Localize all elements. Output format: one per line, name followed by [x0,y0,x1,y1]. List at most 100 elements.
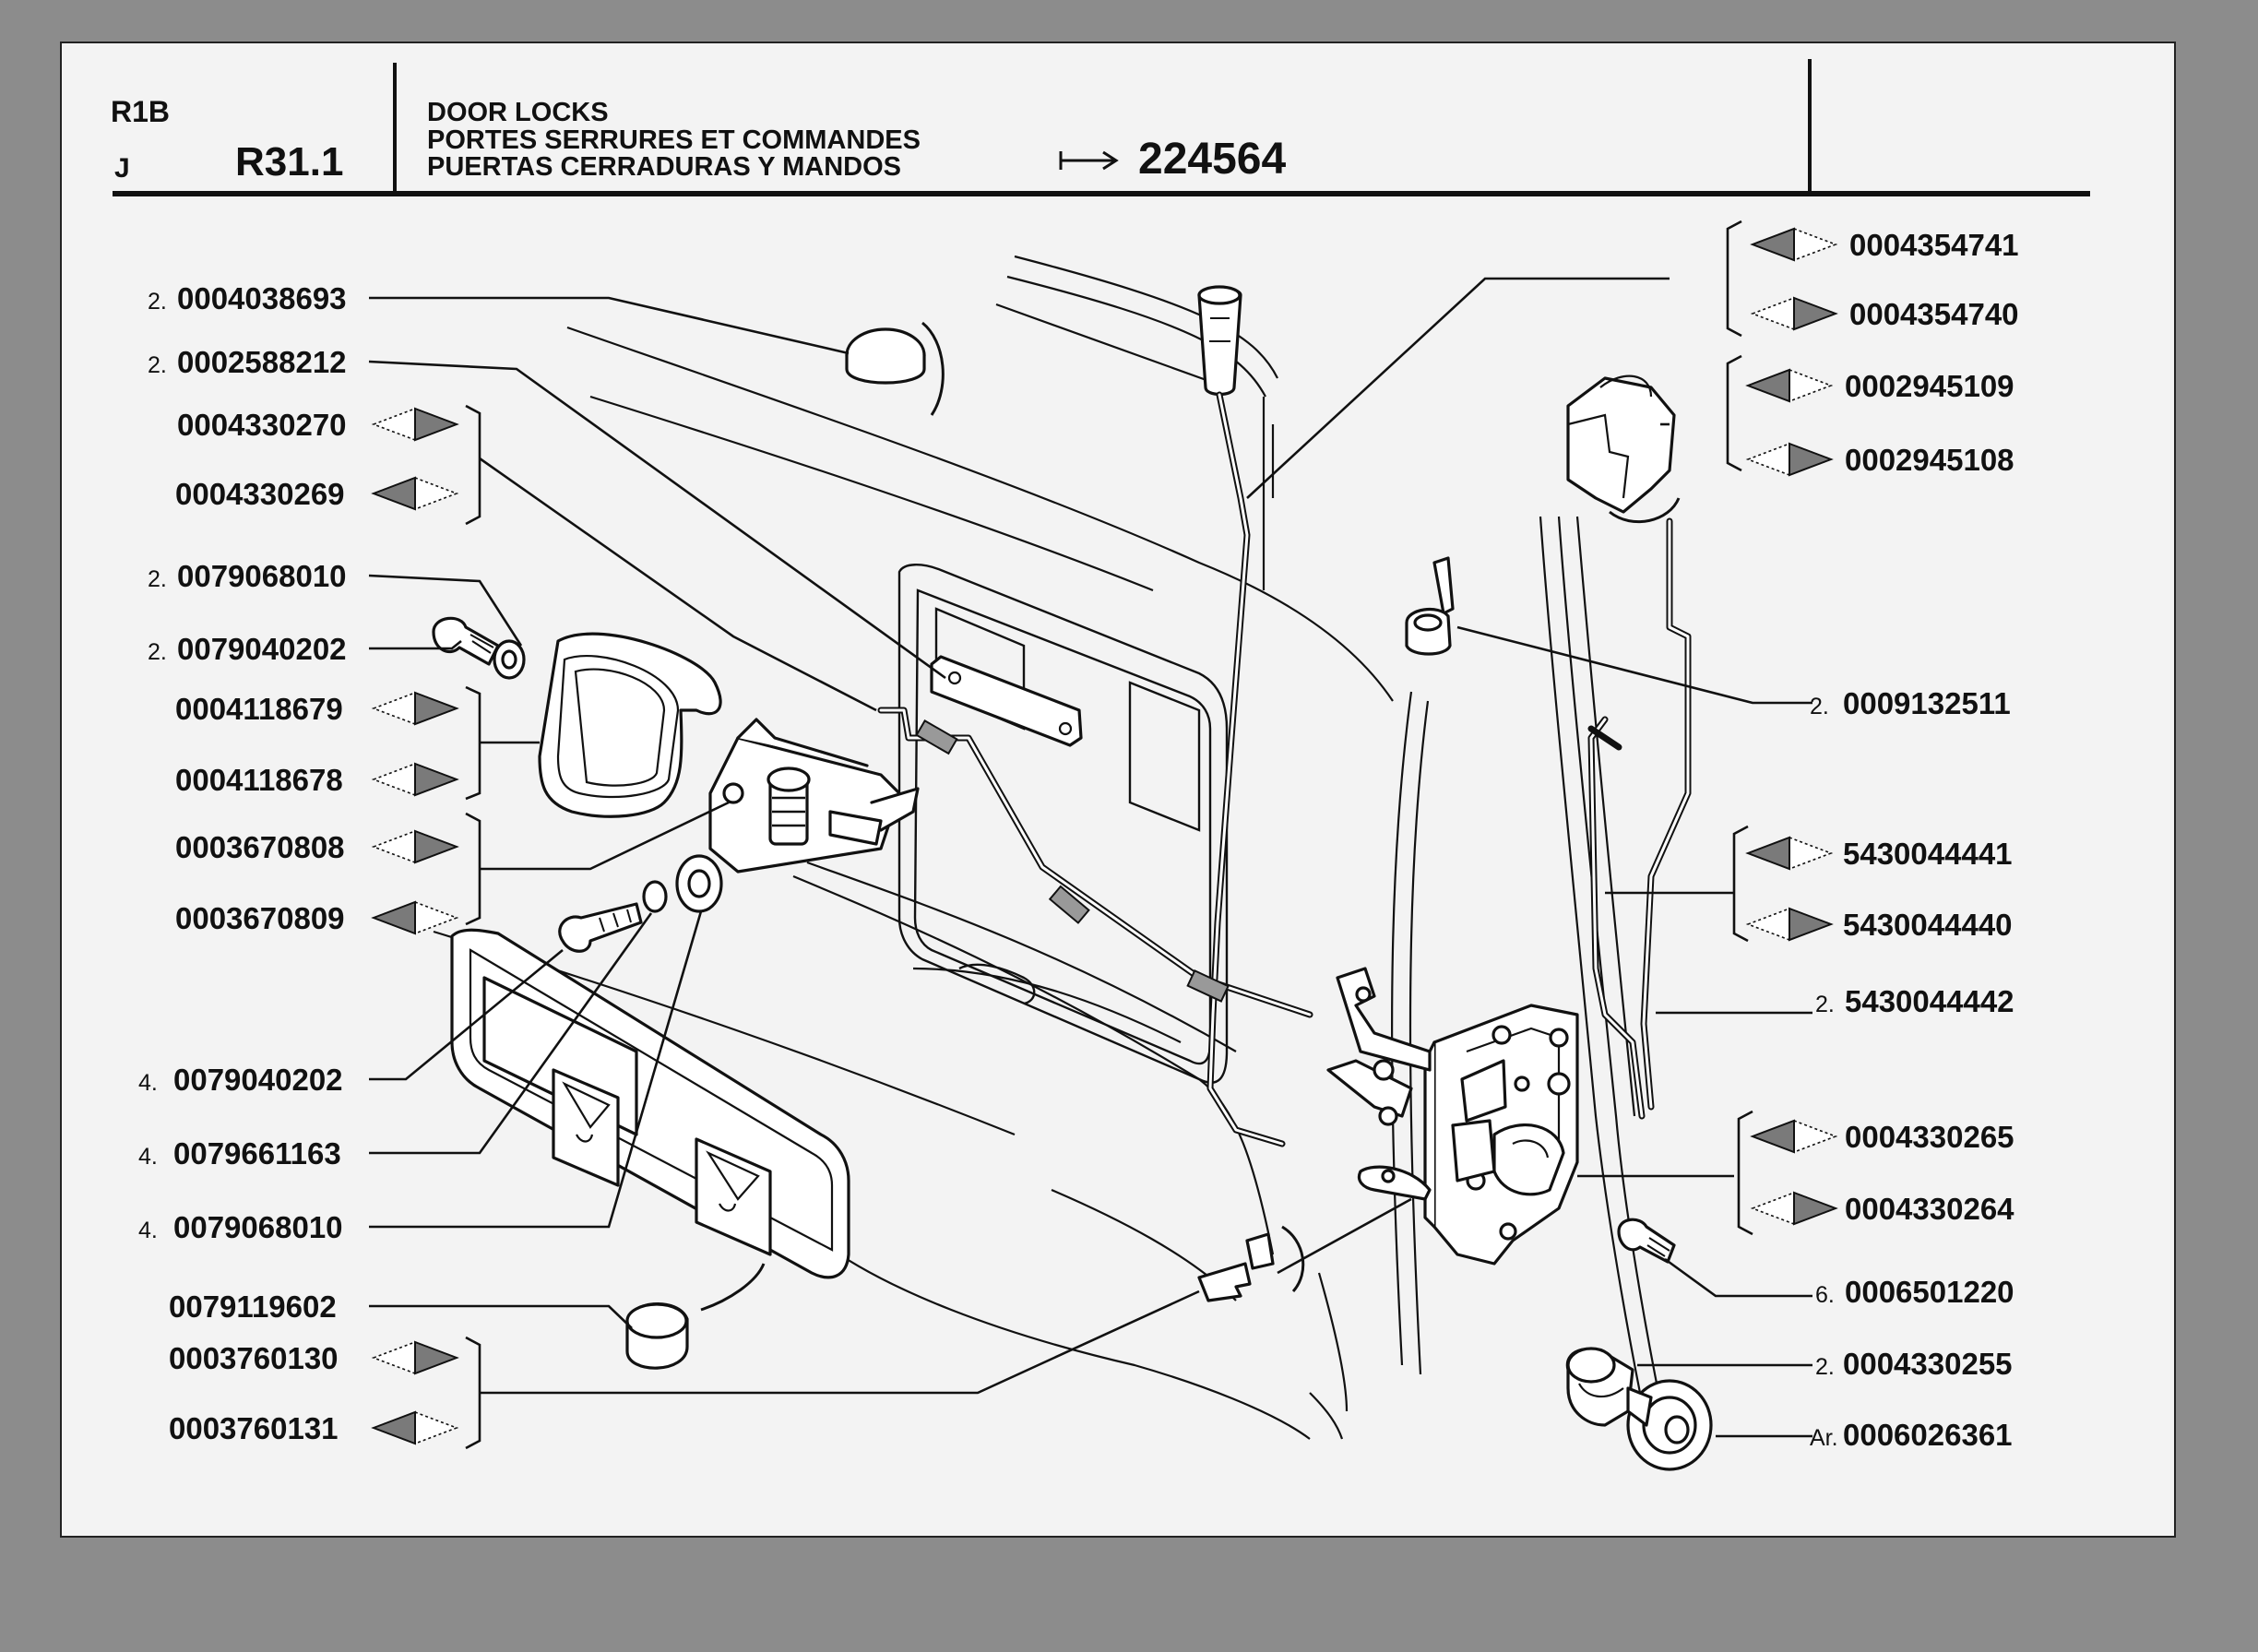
door-striker [1565,1347,1713,1471]
part-label-right: 0002945108 [1745,442,2014,477]
hand-side-diamond-icon [371,407,459,442]
part-number: 0004118679 [175,692,343,726]
sill-lock-knob [1197,285,1242,397]
variant-code: J [114,153,130,184]
part-number: 0079068010 [177,559,347,593]
part-label-left: 0079119602 [169,1290,337,1324]
hand-side-diamond-icon [1750,296,1838,331]
title-french: PORTES SERRURES ET COMMANDES [427,125,921,155]
hand-side-diamond-icon [371,691,459,726]
serial-from-number: 224564 [1138,135,1286,184]
part-number: 0004354741 [1849,228,2019,262]
lock-rod-vertical [1206,391,1286,1147]
part-label-right: 0004330265 [1750,1119,2014,1154]
part-number: 0079040202 [173,1063,343,1097]
part-number: 0004330264 [1845,1192,2014,1226]
part-number: 0002588212 [177,345,347,379]
part-label-right: 5430044440 [1745,907,2013,942]
part-quantity: 2. [148,639,167,665]
hand-side-diamond-icon [1745,907,1834,942]
part-labels-left: 2. 0004038693 2. 0002588212 0004330270 000433… [138,281,459,1445]
part-quantity: 4. [138,1070,158,1096]
spacer-washers [493,639,723,913]
part-quantity: 4. [138,1144,158,1170]
part-number: 0002945109 [1845,369,2014,403]
part-label-right: 2. 5430044442 [1815,984,2014,1018]
hand-side-diamond-icon [1750,227,1838,262]
part-label-left: 0004118678 [175,762,459,797]
part-quantity: 2. [148,566,167,592]
part-number: 0003670809 [175,901,345,935]
part-number: 0004118678 [175,763,343,797]
part-number: 0004354740 [1849,297,2019,331]
lock-fixing-screw [1617,1218,1676,1264]
part-quantity: 2. [148,289,167,315]
rod-clip-lower [1197,1197,1412,1302]
part-quantity: Ar. [1810,1425,1838,1451]
part-number: 0004038693 [177,281,347,315]
part-label-left: 4. 0079040202 [138,1063,343,1097]
remote-control-rod [877,707,1313,1018]
hand-side-diamond-icon [371,476,459,511]
part-label-right: 6. 0006501220 [1815,1275,2014,1309]
title-english: DOOR LOCKS [427,98,609,127]
part-label-left: 4.0079661163 [138,1136,341,1171]
rod-retaining-plate [930,655,1083,747]
sheet-header: R1B J R31.1 DOOR LOCKS PORTES SERRURES E… [111,59,2090,196]
part-number: 5430044442 [1845,984,2014,1018]
title-spanish: PUERTAS CERRADURAS Y MANDOS [427,152,901,182]
hand-side-diamond-icon [1745,442,1834,477]
part-label-left: 4. 0079068010 [138,1210,343,1244]
part-label-right: 5430044441 [1745,836,2013,871]
hand-side-diamond-icon [1750,1191,1838,1226]
hand-side-diamond-icon [371,1340,459,1375]
model-code: R1B [111,95,170,128]
hand-side-diamond-icon [1750,1119,1838,1154]
hand-side-diamond-icon [1745,368,1834,403]
part-number: 0003760131 [169,1411,339,1445]
part-label-left: 0003670808 [175,829,459,864]
hand-side-diamond-icon [371,900,459,935]
part-number: 0006501220 [1845,1275,2014,1309]
hand-side-diamond-icon [371,829,459,864]
leader-lines [368,277,1812,1438]
part-quantity: 2. [148,352,167,378]
part-label-right: 0002945109 [1745,368,2014,403]
part-label-left: 0003760130 [169,1340,459,1375]
part-label-left: 2. 0004038693 [148,281,347,315]
part-number: 0079068010 [173,1210,343,1244]
part-number: 0004330270 [177,408,347,442]
rod-clip-bracket [1405,556,1455,656]
section-code: R31.1 [235,139,343,184]
serial-arrow-icon [1059,150,1119,171]
part-label-left: 2. 0079068010 [148,559,347,593]
part-number: 0003670808 [175,830,345,864]
grommet-lower [625,1263,766,1370]
part-quantity: 2. [1815,992,1835,1017]
part-number: 5430044440 [1843,908,2013,942]
part-label-left: 0003760131 [169,1410,459,1445]
part-quantity: 2. [1810,694,1829,719]
part-number: 0079040202 [177,632,347,666]
door-panel-outline [433,255,1662,1440]
part-quantity: 2. [1815,1354,1835,1380]
hand-side-diamond-icon [371,762,459,797]
inner-handle-escutcheon [538,632,722,818]
part-quantity: 4. [138,1218,158,1243]
hand-side-diamond-icon [1745,836,1834,871]
part-labels-right: 0004354741 0004354740 0002945109 0002945108… [1745,227,2019,1452]
part-label-right: 2.0009132511 [1810,686,2011,720]
part-label-left: 2. 0002588212 [148,345,347,379]
screw-handle [432,616,500,666]
hand-side-diamond-icon [371,1410,459,1445]
part-label-right: Ar.0006026361 [1810,1418,2013,1452]
part-label-left: 0003670809 [175,900,459,935]
screw-escutcheon [558,902,643,953]
part-label-left: 0004330269 [175,476,459,511]
part-number: 0006026361 [1843,1418,2013,1452]
part-quantity: 6. [1815,1282,1835,1308]
part-number: 0002945108 [1845,443,2014,477]
door-lock-assembly [1326,967,1579,1266]
part-label-right: 2.0004330255 [1815,1347,2013,1381]
